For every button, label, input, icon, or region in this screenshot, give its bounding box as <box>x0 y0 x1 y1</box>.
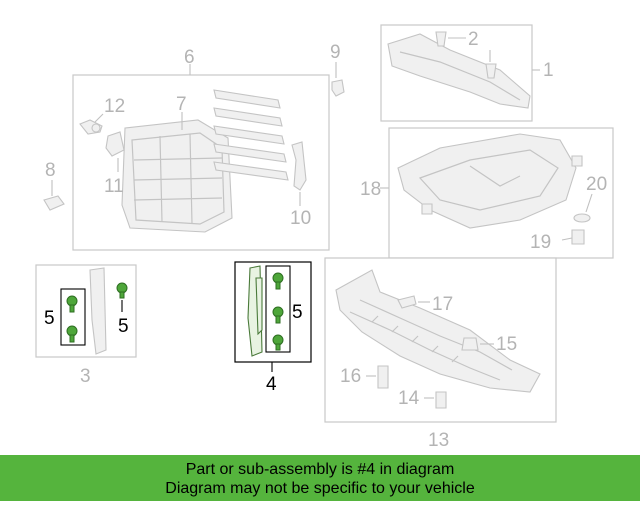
label-7: 7 <box>176 94 187 115</box>
label-5-center: 5 <box>292 302 303 323</box>
banner-line-2: Diagram may not be specific to your vehi… <box>165 480 475 497</box>
clip-icon <box>105 131 125 157</box>
group-3-frame: 3 5 5 <box>35 264 137 387</box>
label-20: 20 <box>586 174 607 195</box>
label-11: 11 <box>104 176 124 197</box>
label-13: 13 <box>428 430 449 451</box>
label-9: 9 <box>330 42 341 63</box>
label-2: 2 <box>468 29 479 50</box>
bolt-16-icon <box>377 365 389 389</box>
fastener-group-box-4 <box>265 265 291 353</box>
label-15: 15 <box>496 334 517 355</box>
side-bracket-icon <box>291 141 307 191</box>
group-18-frame: 18 19 20 <box>360 127 614 259</box>
push-pin-icon <box>435 31 497 79</box>
air-deflector-icon <box>247 265 263 357</box>
splash-shield-icon <box>397 133 577 229</box>
louver-strips-icon <box>213 89 289 181</box>
lower-shield-icon <box>335 269 541 393</box>
label-17: 17 <box>432 294 453 315</box>
label-10: 10 <box>290 208 311 229</box>
diagram-canvas: 6 7 10 <box>35 24 614 451</box>
group-13-frame: 13 17 15 16 14 <box>324 257 557 451</box>
bolt-8-icon <box>43 195 65 211</box>
group-1-frame: 1 2 <box>380 24 554 122</box>
bolt-19-icon <box>571 229 585 245</box>
nut-icon <box>421 155 583 215</box>
label-8: 8 <box>45 160 56 181</box>
group-4-frame: 4 5 <box>234 261 312 395</box>
clip-17-icon <box>397 295 417 309</box>
info-banner: Part or sub-assembly is #4 in diagram Di… <box>0 455 640 501</box>
label-4: 4 <box>266 374 277 395</box>
label-12: 12 <box>104 96 125 117</box>
label-14: 14 <box>398 388 420 409</box>
bolt-icon <box>79 119 103 135</box>
banner-line-1: Part or sub-assembly is #4 in diagram <box>185 461 455 478</box>
screw-icon <box>66 295 78 343</box>
label-1: 1 <box>543 60 554 81</box>
label-5-right: 5 <box>118 316 129 337</box>
label-3: 3 <box>80 366 91 387</box>
screw-single-icon <box>116 282 128 299</box>
bolt-14-icon <box>435 391 447 409</box>
seal-strip-icon <box>89 267 107 355</box>
label-5-left: 5 <box>44 308 55 329</box>
label-18: 18 <box>360 179 381 200</box>
group-6-frame: 6 7 10 <box>72 47 330 251</box>
washer-20-icon <box>573 213 591 223</box>
clip-9-icon <box>331 79 345 97</box>
label-19: 19 <box>530 232 551 253</box>
shutter-frame-icon <box>121 119 233 233</box>
nut-15-icon <box>461 337 479 351</box>
screw-icon-4 <box>272 272 284 351</box>
fastener-group-box <box>60 288 86 346</box>
label-6: 6 <box>184 47 195 68</box>
label-16: 16 <box>340 366 361 387</box>
